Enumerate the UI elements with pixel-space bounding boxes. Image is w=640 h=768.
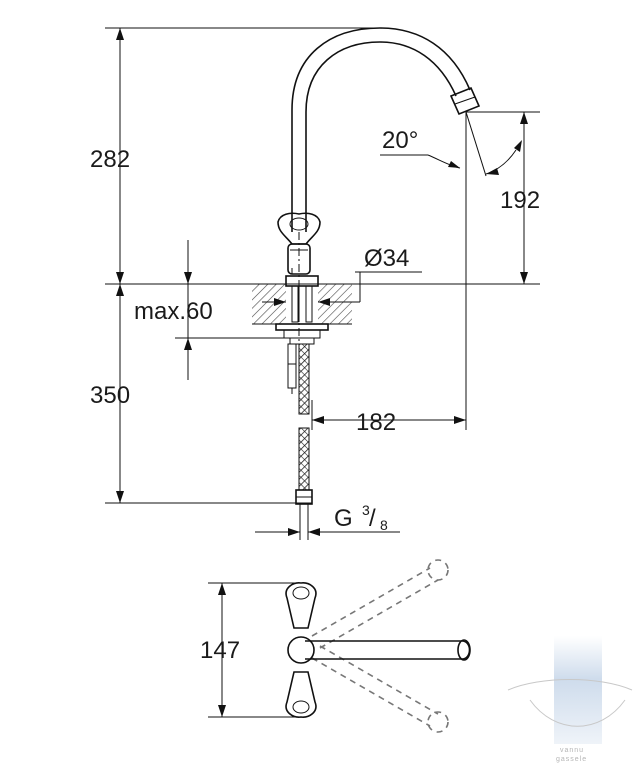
- watermark: vannu gassele: [507, 636, 633, 763]
- top-view: 147: [200, 559, 471, 733]
- handle-top: [285, 582, 317, 718]
- dim-shank-diameter: Ø34: [364, 245, 409, 272]
- dim-hose-length: 350: [90, 382, 130, 409]
- dim-spout-height: 282: [90, 146, 130, 173]
- body-top: [287, 636, 315, 664]
- dim-top-view-width: 147: [200, 637, 240, 664]
- dim-spout-reach: 182: [356, 409, 396, 436]
- flex-hoses: [287, 343, 313, 540]
- dim-spout-outlet-height: 192: [500, 187, 540, 214]
- spout-swivel-positions: [311, 559, 449, 733]
- watermark-text-1: vannu: [560, 747, 584, 754]
- thread-letter: G: [334, 505, 353, 532]
- thread-denominator: 8: [380, 517, 388, 533]
- dimension-lines: [105, 27, 540, 536]
- side-view: 282 20° 192 Ø34 max.60 350 182 G 3 / 8: [90, 27, 540, 540]
- dim-spout-angle: 20°: [382, 127, 418, 154]
- handle: [277, 212, 321, 275]
- dim-connection-thread: G 3 / 8: [334, 502, 388, 533]
- spout-top: [305, 639, 471, 661]
- watermark-bar: [554, 636, 602, 744]
- thread-numerator: 3: [362, 502, 370, 518]
- thread-slash: /: [369, 505, 376, 532]
- deck-section: [252, 275, 352, 345]
- watermark-text-2: gassele: [556, 756, 587, 763]
- dim-max-deck-thickness: max.60: [134, 298, 213, 325]
